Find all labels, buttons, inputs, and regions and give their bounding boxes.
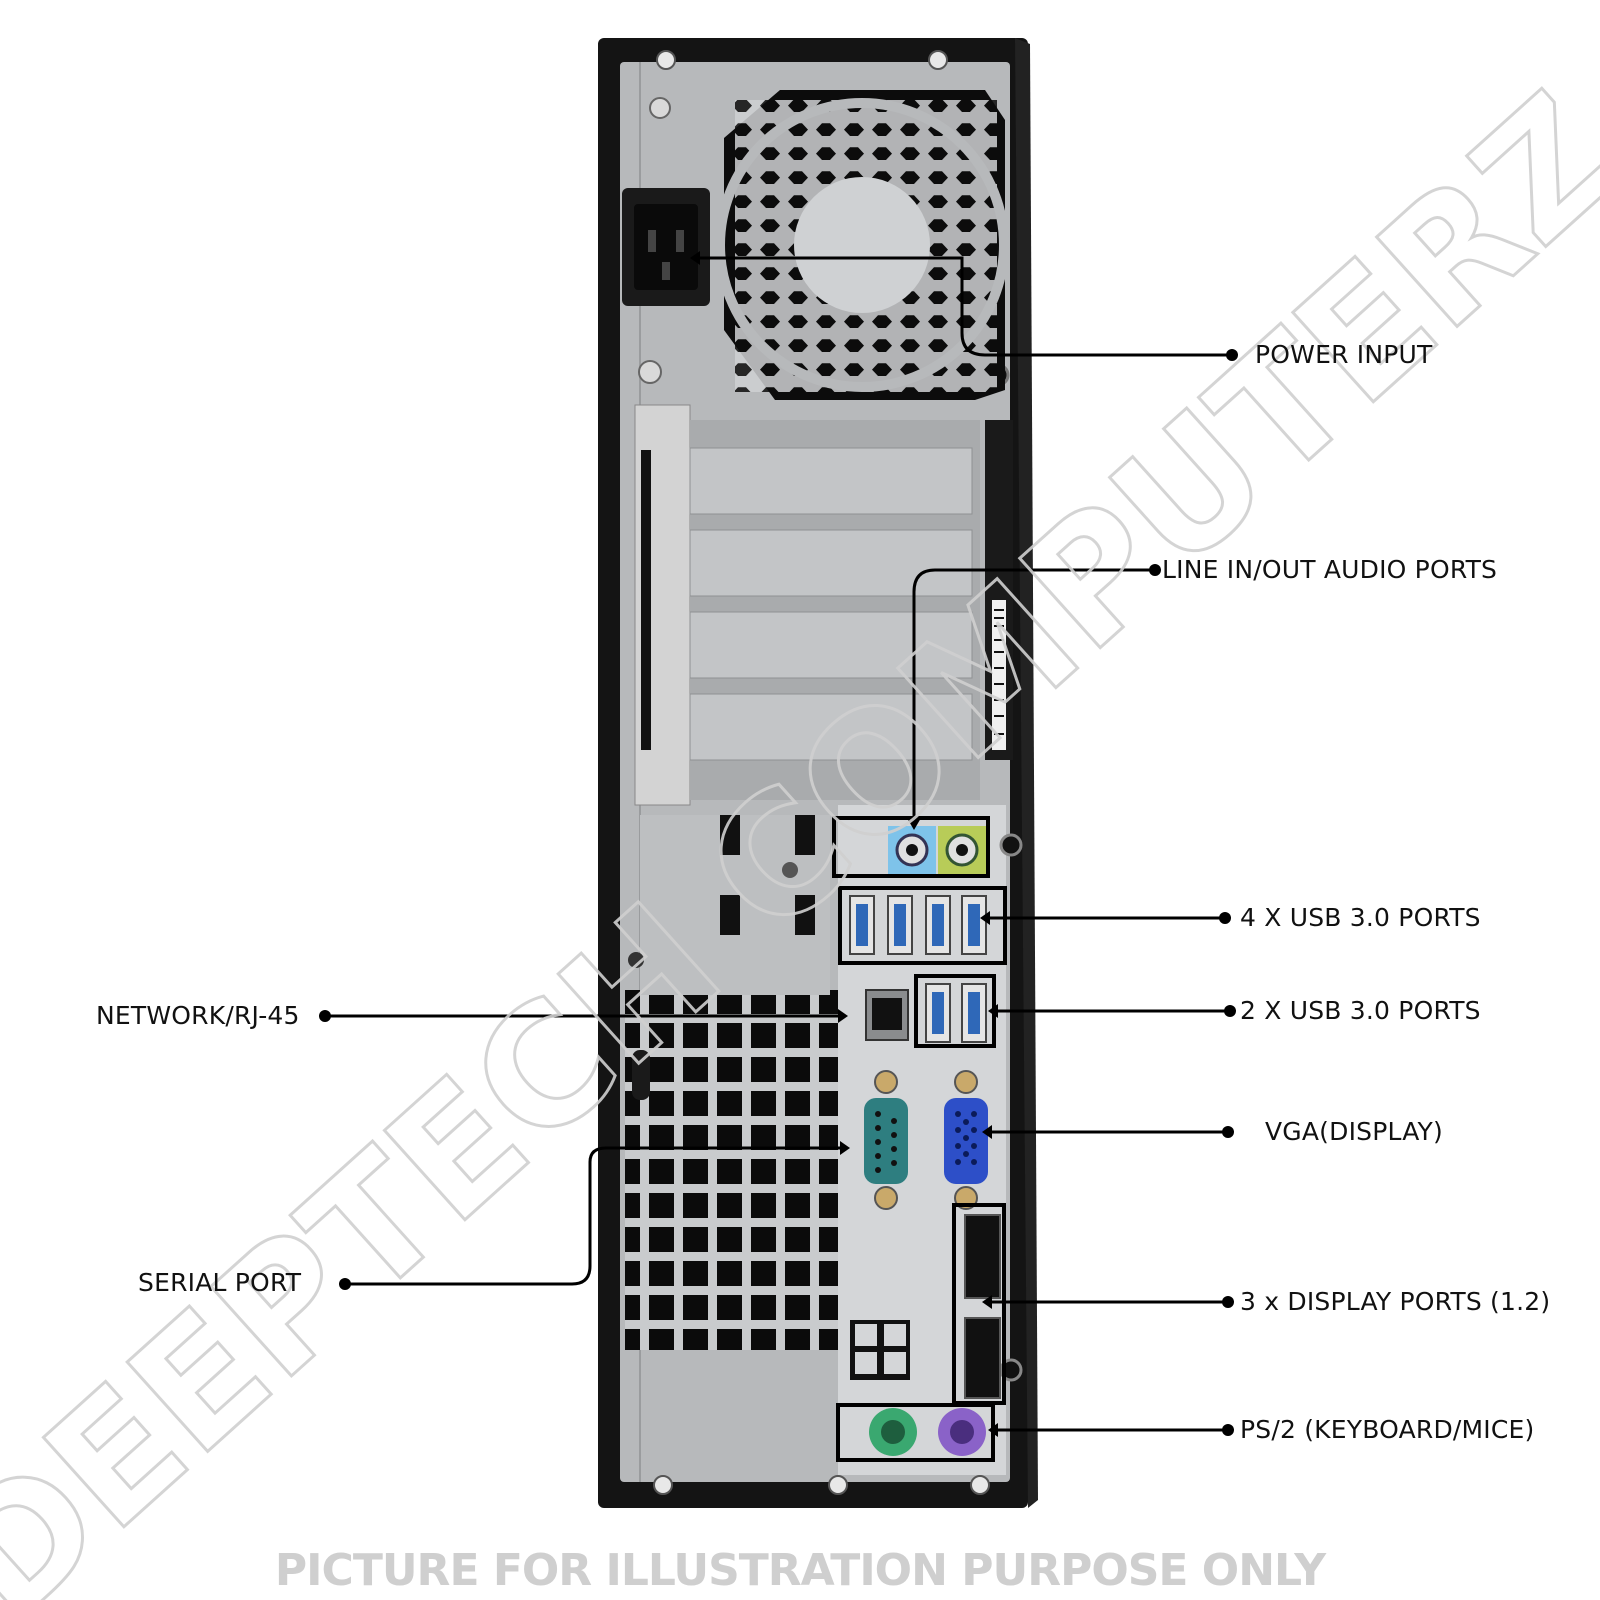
ps2-port-icon	[869, 1408, 986, 1456]
expansion-slots	[634, 404, 1013, 806]
label-audio-ports: LINE IN/OUT AUDIO PORTS	[1162, 555, 1498, 584]
label-power-input: POWER INPUT	[1255, 340, 1433, 369]
usb-port-icon-pair	[925, 983, 987, 1043]
label-ps2: PS/2 (KEYBOARD/MICE)	[1240, 1415, 1535, 1444]
label-usb4: 4 X USB 3.0 PORTS	[1240, 903, 1481, 932]
callout-lines	[325, 256, 1232, 1432]
callout-dots	[319, 349, 1238, 1436]
label-network: NETWORK/RJ-45	[96, 1001, 300, 1030]
ethernet-port-icon	[865, 989, 909, 1041]
callout-arrowheads	[690, 251, 998, 1437]
fan-grille-icon	[715, 90, 1009, 400]
label-usb2: 2 X USB 3.0 PORTS	[1240, 996, 1481, 1025]
serial-port-icon	[864, 1070, 908, 1210]
power-socket-icon	[622, 188, 710, 306]
displayport-icon	[964, 1214, 1001, 1399]
footer-disclaimer: PICTURE FOR ILLUSTRATION PURPOSE ONLY	[274, 1545, 1326, 1596]
label-displayport: 3 x DISPLAY PORTS (1.2)	[1240, 1287, 1551, 1316]
vent-grid	[625, 815, 840, 1350]
usb-port-icon	[849, 895, 987, 955]
label-vga: VGA(DISPLAY)	[1265, 1117, 1443, 1146]
audio-jack-icon	[888, 826, 986, 874]
label-serial-port: SERIAL PORT	[138, 1268, 302, 1297]
